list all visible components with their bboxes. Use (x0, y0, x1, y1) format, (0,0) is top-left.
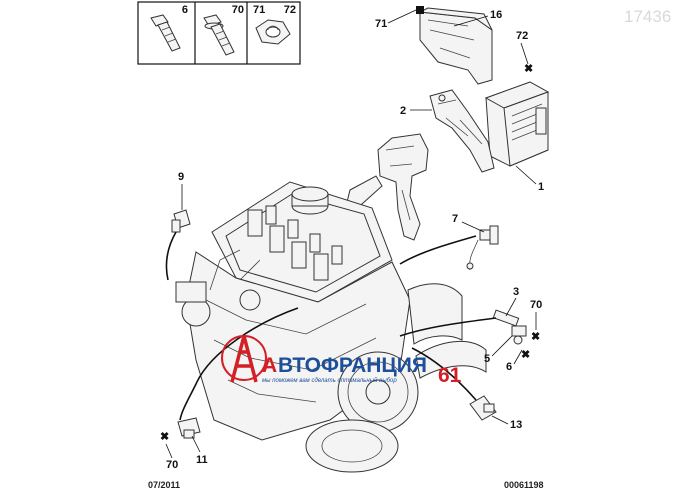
callouts: 71 16 72 ✖ 2 1 9 7 3 70 ✖ 5 6 ✖ 13 ✖ 70 … (160, 9, 544, 471)
logo-brand-main: ВТОФРАНЦИЯ (278, 354, 427, 377)
sensor-11 (177, 417, 201, 439)
bolt-6-icon (150, 14, 181, 52)
inset-label-71: 71 (253, 4, 265, 16)
callout-2: 2 (400, 105, 406, 117)
inset-label-6: 6 (182, 4, 188, 16)
callout-7: 7 (452, 213, 458, 225)
inset-label-70: 70 (232, 4, 244, 16)
callout-9: 9 (178, 171, 184, 183)
callout-11: 11 (196, 454, 208, 466)
callout-72: 72 (516, 30, 528, 42)
bolt-70-icon (203, 14, 235, 56)
callout-70-right: 70 (530, 299, 542, 311)
ecu-bracket-2 (429, 89, 495, 173)
logo-brand-number: 61 (438, 364, 462, 387)
date-code: 07/2011 (148, 480, 180, 490)
cross-marker-72: ✖ (524, 63, 533, 75)
callout-16: 16 (490, 9, 502, 21)
engine-assembly (175, 181, 487, 473)
sensor-13 (469, 395, 497, 421)
sensor-9 (171, 209, 191, 233)
logo-tagline: мы поможем вам сделать оптимальный выбор (262, 377, 397, 384)
eiffel-a-icon (230, 335, 258, 383)
callout-71: 71 (375, 18, 387, 30)
cross-marker-6: ✖ (521, 349, 530, 361)
logo-brand-prefix: А (262, 354, 277, 377)
sensor-7 (466, 225, 499, 271)
cross-marker-70-left: ✖ (160, 431, 169, 443)
callout-3: 3 (513, 286, 519, 298)
callout-5: 5 (484, 353, 490, 365)
watermark-id: 17436 (624, 7, 671, 26)
nut-71-72-icon (255, 19, 291, 45)
ecu-unit-1 (484, 81, 550, 167)
callout-13: 13 (510, 419, 522, 431)
callout-6: 6 (506, 361, 512, 373)
brand-logo: А ВТОФРАНЦИЯ 61 мы поможем вам сделать о… (221, 335, 462, 387)
harness-cables (165, 231, 497, 421)
callout-70-left: 70 (166, 459, 178, 471)
cross-marker-70-right: ✖ (531, 331, 540, 343)
ecu-cover-16 (416, 6, 493, 85)
fastener-inset: 6 70 71 72 (137, 1, 301, 65)
callout-1: 1 (538, 181, 544, 193)
clip-71-marker (416, 6, 424, 14)
inset-label-72: 72 (284, 4, 296, 16)
drawing-number: 00061198 (504, 480, 544, 490)
sensor-3-5 (492, 309, 527, 345)
